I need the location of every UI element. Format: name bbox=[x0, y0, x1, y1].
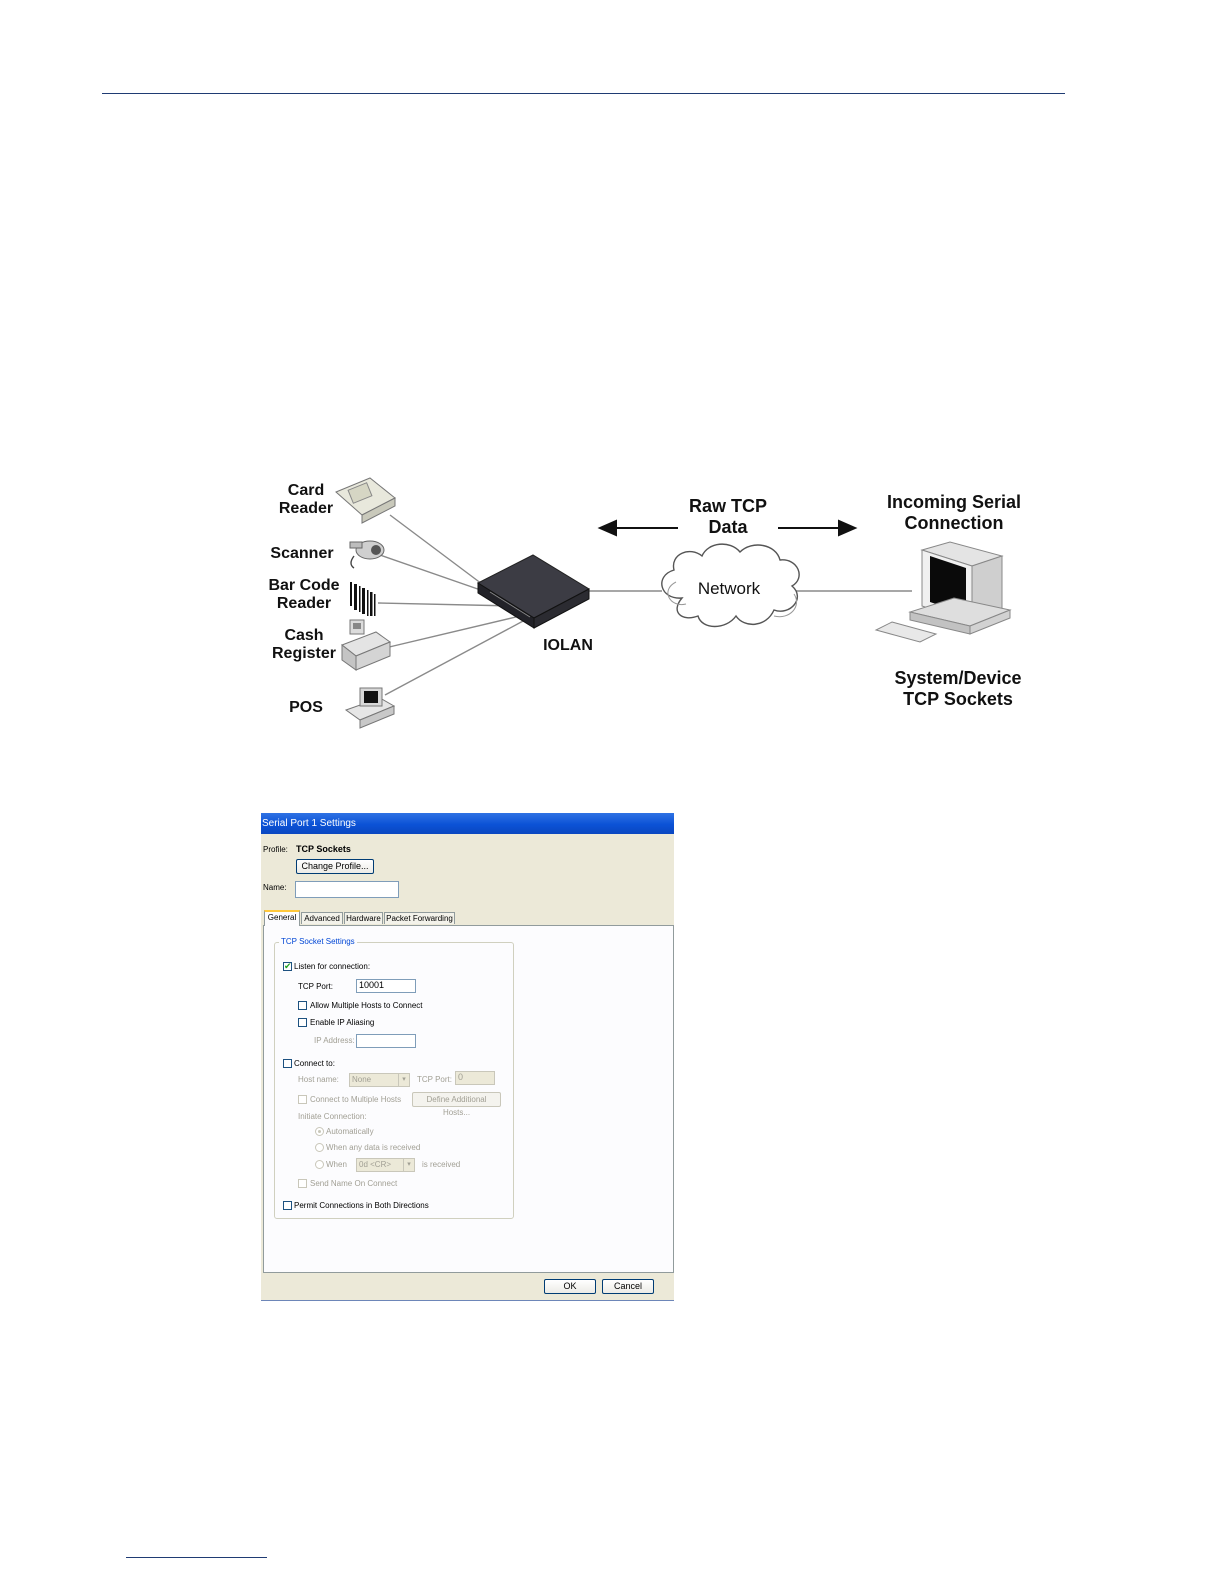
network-diagram: Card Reader Scanner Bar Code Reader Cash… bbox=[250, 470, 1050, 750]
allow-multiple-hosts-checkbox[interactable] bbox=[298, 1001, 307, 1010]
when-select[interactable]: 0d <CR> ▾ bbox=[356, 1158, 415, 1172]
cancel-button[interactable]: Cancel bbox=[602, 1279, 654, 1294]
change-profile-button[interactable]: Change Profile... bbox=[296, 859, 374, 874]
incoming-serial-connection-label: Incoming Serial Connection bbox=[876, 492, 1032, 534]
connect-to-checkbox[interactable] bbox=[283, 1059, 292, 1068]
tcp-port-field[interactable]: 10001 bbox=[356, 979, 416, 993]
is-received-label: is received bbox=[422, 1160, 460, 1170]
computer-icon bbox=[876, 542, 1010, 642]
connect-to-label: Connect to: bbox=[294, 1059, 335, 1069]
send-name-on-connect-label: Send Name On Connect bbox=[310, 1179, 397, 1189]
ok-button[interactable]: OK bbox=[544, 1279, 596, 1294]
ip-address-field[interactable] bbox=[356, 1034, 416, 1048]
host-name-label: Host name: bbox=[298, 1075, 339, 1085]
bar-code-icon bbox=[350, 582, 376, 616]
any-data-label: When any data is received bbox=[326, 1143, 420, 1153]
listen-for-connection-label: Listen for connection: bbox=[294, 962, 370, 972]
connect-tcp-port-field[interactable]: 0 bbox=[455, 1071, 495, 1085]
permit-both-directions-label: Permit Connections in Both Directions bbox=[294, 1201, 429, 1211]
pos-label: POS bbox=[278, 699, 334, 717]
card-reader-label: Card Reader bbox=[270, 482, 342, 518]
tab-general[interactable]: General bbox=[264, 910, 300, 926]
tab-packet-forwarding[interactable]: Packet Forwarding bbox=[384, 912, 455, 924]
tab-hardware[interactable]: Hardware bbox=[344, 912, 383, 924]
cash-register-label: Cash Register bbox=[266, 627, 342, 663]
profile-label: Profile: bbox=[263, 845, 288, 854]
automatically-label: Automatically bbox=[326, 1127, 374, 1137]
tcp-port-label: TCP Port: bbox=[298, 982, 333, 992]
iolan-label: IOLAN bbox=[532, 637, 604, 655]
permit-both-directions-checkbox[interactable] bbox=[283, 1201, 292, 1210]
name-field[interactable] bbox=[295, 881, 399, 898]
profile-value: TCP Sockets bbox=[296, 844, 351, 854]
connection-lines bbox=[378, 515, 912, 695]
radio-dot-icon bbox=[318, 1130, 321, 1133]
initiate-connection-label: Initiate Connection: bbox=[298, 1112, 367, 1122]
serial-port-settings-dialog: Serial Port 1 Settings Profile: TCP Sock… bbox=[261, 813, 674, 1301]
connect-multiple-hosts-label: Connect to Multiple Hosts bbox=[310, 1095, 401, 1105]
raw-tcp-data-label: Raw TCP Data bbox=[678, 496, 778, 538]
automatically-radio[interactable] bbox=[315, 1127, 324, 1136]
scanner-icon bbox=[350, 541, 384, 568]
cash-register-icon bbox=[342, 620, 390, 670]
scanner-label: Scanner bbox=[264, 545, 340, 563]
chevron-down-icon: ▾ bbox=[403, 1159, 414, 1171]
network-label: Network bbox=[686, 580, 772, 598]
listen-for-connection-checkbox[interactable]: ✔ bbox=[283, 962, 292, 971]
connect-tcp-port-label: TCP Port: bbox=[417, 1075, 452, 1085]
when-radio[interactable] bbox=[315, 1160, 324, 1169]
enable-ip-aliasing-checkbox[interactable] bbox=[298, 1018, 307, 1027]
connect-multiple-hosts-checkbox[interactable] bbox=[298, 1095, 307, 1104]
dialog-title-bar[interactable]: Serial Port 1 Settings bbox=[261, 813, 674, 834]
allow-multiple-hosts-label: Allow Multiple Hosts to Connect bbox=[310, 1001, 423, 1011]
dialog-title: Serial Port 1 Settings bbox=[262, 818, 356, 829]
any-data-radio[interactable] bbox=[315, 1143, 324, 1152]
send-name-on-connect-checkbox[interactable] bbox=[298, 1179, 307, 1188]
host-name-select[interactable]: None ▾ bbox=[349, 1073, 410, 1087]
checkmark-icon: ✔ bbox=[284, 960, 292, 972]
footer-rule bbox=[126, 1557, 267, 1558]
system-device-tcp-sockets-label: System/Device TCP Sockets bbox=[880, 668, 1036, 710]
host-name-value: None bbox=[352, 1075, 371, 1084]
tab-advanced[interactable]: Advanced bbox=[301, 912, 343, 924]
name-label: Name: bbox=[263, 883, 287, 892]
card-reader-icon bbox=[336, 478, 395, 523]
chevron-down-icon: ▾ bbox=[398, 1074, 409, 1086]
header-rule bbox=[102, 93, 1065, 94]
when-value: 0d <CR> bbox=[359, 1160, 391, 1169]
define-additional-hosts-button[interactable]: Define Additional Hosts... bbox=[412, 1092, 501, 1107]
when-label: When bbox=[326, 1160, 347, 1170]
iolan-device-icon bbox=[478, 555, 589, 628]
bar-code-reader-label: Bar Code Reader bbox=[264, 577, 344, 613]
enable-ip-aliasing-label: Enable IP Aliasing bbox=[310, 1018, 374, 1028]
tcp-socket-settings-title: TCP Socket Settings bbox=[279, 937, 357, 946]
ip-address-label: IP Address: bbox=[314, 1036, 355, 1046]
